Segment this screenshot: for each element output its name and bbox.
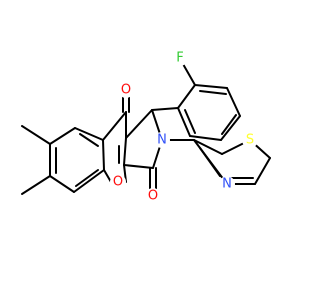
- thiazole-nitrogen-label: N: [222, 177, 232, 192]
- atom-labels: F O O O N S N: [110, 50, 258, 204]
- bond: [103, 169, 112, 183]
- atom-o-bottom: O: [145, 188, 161, 204]
- bond: [193, 139, 223, 155]
- atom-o-ring: O: [110, 174, 126, 190]
- bond: [73, 169, 105, 193]
- carbonyl-oxygen-bottom-label: O: [148, 189, 158, 204]
- carbonyl-oxygen-top-label: O: [121, 83, 131, 98]
- bond: [254, 157, 271, 185]
- bond: [123, 164, 127, 183]
- bond: [123, 164, 154, 169]
- bond: [125, 109, 153, 139]
- bond: [226, 87, 241, 117]
- bond: [220, 115, 241, 141]
- bond: [177, 84, 196, 109]
- ring-oxygen-label: O: [113, 175, 123, 190]
- fluorine-label: F: [176, 51, 183, 66]
- bond: [182, 63, 196, 86]
- bond: [49, 127, 76, 145]
- bond: [21, 175, 51, 195]
- bond: [151, 107, 179, 111]
- pyrrole-nitrogen-label: N: [157, 133, 167, 148]
- bond: [102, 111, 127, 141]
- bond: [199, 90, 227, 95]
- atom-o-top: O: [118, 82, 134, 98]
- bonds: [21, 63, 271, 195]
- bond: [21, 125, 51, 145]
- atom-n-thz: N: [219, 176, 235, 192]
- bond: [221, 114, 237, 135]
- bond: [199, 147, 221, 177]
- bond: [79, 133, 99, 147]
- bond: [123, 137, 127, 166]
- bond: [74, 127, 104, 141]
- atom-f: F: [172, 50, 188, 66]
- bond: [184, 109, 196, 134]
- bond: [194, 84, 228, 89]
- bond: [102, 139, 105, 171]
- bond: [189, 135, 222, 141]
- molecule-structure: F O O O N S N: [21, 50, 271, 204]
- atom-n-pyr: N: [154, 132, 170, 148]
- molecule-canvas: F O O O N S N: [21, 50, 271, 204]
- bond: [49, 175, 75, 193]
- bond: [177, 107, 191, 137]
- thiazole-sulfur-label: S: [246, 133, 254, 148]
- atom-s: S: [242, 132, 258, 148]
- bond: [75, 169, 99, 187]
